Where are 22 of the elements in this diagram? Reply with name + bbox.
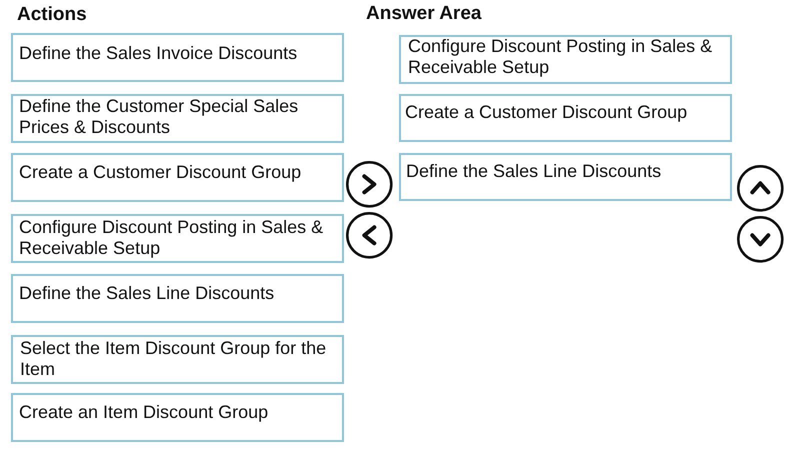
- card-text: Create an Item Discount Group: [19, 402, 270, 423]
- card-text: Configure Discount Posting in Sales & Receivable Setup: [19, 217, 324, 259]
- action-card: [11, 214, 344, 263]
- answer-card: [399, 35, 732, 84]
- column-heading: Answer Area: [366, 3, 482, 24]
- action-card: [11, 274, 344, 323]
- action-card: [11, 33, 344, 82]
- card-text: Configure Discount Posting in Sales & Receivable Setup: [408, 36, 714, 78]
- action-card: [11, 153, 344, 202]
- card-text: Create a Customer Discount Group: [19, 162, 302, 183]
- column-heading: Actions: [17, 4, 87, 25]
- card-text: Select the Item Discount Group for the Item: [20, 338, 328, 380]
- card-text: Create a Customer Discount Group: [405, 102, 688, 123]
- answer-card: [399, 153, 732, 201]
- answer-card: [399, 94, 732, 142]
- action-card: [11, 94, 344, 143]
- card-text: Define the Sales Invoice Discounts: [19, 43, 298, 64]
- card-text: Define the Sales Line Discounts: [406, 161, 662, 182]
- action-card: [11, 393, 344, 442]
- card-text: Define the Customer Special Sales Prices & Discounts: [19, 96, 300, 138]
- card-text: Define the Sales Line Discounts: [19, 283, 276, 304]
- action-card: [11, 335, 344, 384]
